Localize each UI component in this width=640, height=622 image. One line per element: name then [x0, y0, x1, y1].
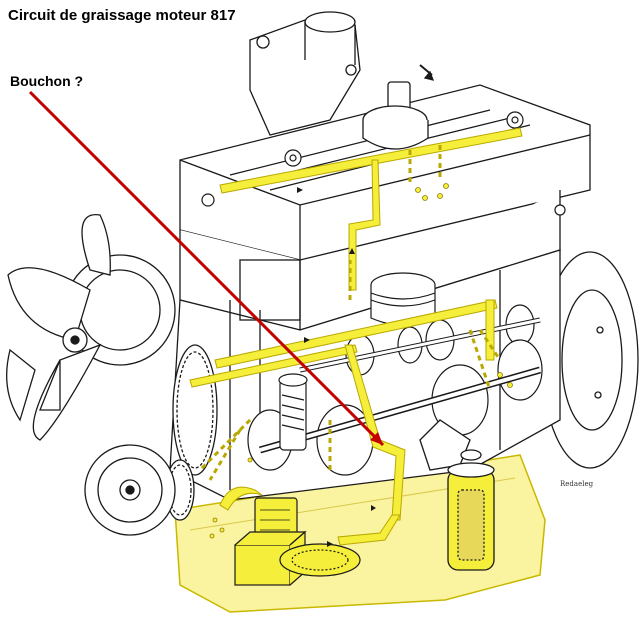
flow-direction-arrow-icon: [297, 187, 376, 547]
breather-cap: [362, 64, 435, 150]
oil-filter-icon: [419, 419, 495, 571]
callout-label: Bouchon ?: [10, 73, 84, 89]
oil-pump-icon: [234, 497, 361, 586]
head-bolts: [201, 111, 566, 216]
intake-manifold: [249, 11, 361, 136]
distributor-drive-gear: [278, 373, 308, 451]
diagram-title: Circuit de graissage moteur 817: [8, 7, 236, 24]
oil-branches: [198, 145, 502, 481]
callout-arrow: [28, 90, 385, 447]
fan-icon: [6, 214, 176, 441]
oil-gallery: [189, 127, 523, 546]
illustrator-signature: Redaeleg: [560, 480, 594, 488]
crank-pulley: [84, 444, 176, 536]
oil-drops: [209, 183, 513, 539]
